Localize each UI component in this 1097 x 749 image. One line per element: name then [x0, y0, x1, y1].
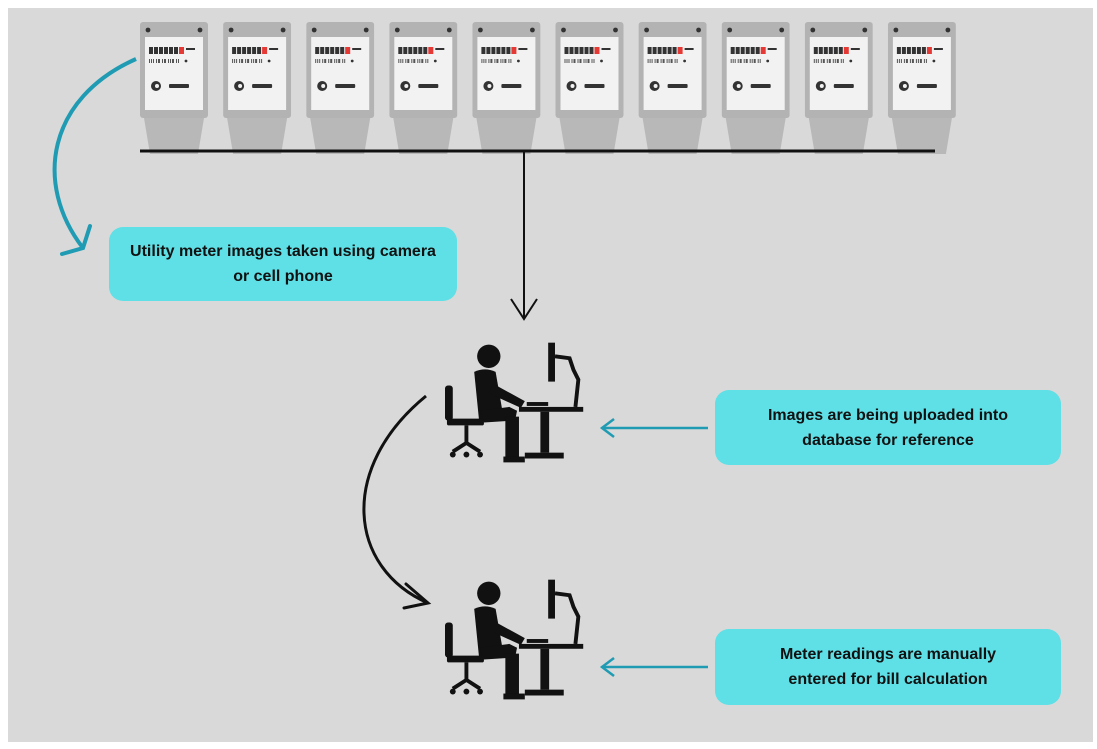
callout-line: entered for bill calculation: [788, 671, 988, 688]
callout-meter-images: Utility meter images taken using camera …: [109, 227, 457, 301]
electricity-meter-icon: [638, 22, 707, 154]
callout-upload: Images are being uploaded into database …: [715, 390, 1061, 465]
teal-curved-arrowhead: [60, 224, 92, 256]
person-at-computer-icon: [445, 341, 586, 465]
callout-line: Images are being uploaded into: [767, 406, 1009, 424]
upload-arrowhead: [599, 418, 615, 438]
diagram-canvas: Utility meter images taken using camera …: [8, 8, 1093, 742]
teal-curved-arrow: [52, 57, 137, 250]
manual-arrowhead: [599, 657, 615, 677]
callout-line: or cell phone: [233, 268, 333, 285]
electricity-meter-icon: [306, 22, 375, 154]
electricity-meter-icon: [804, 22, 873, 154]
black-curved-arrow: [362, 394, 429, 605]
callout-manual-entry: Meter readings are manually entered for …: [715, 629, 1061, 705]
electricity-meter-icon: [721, 22, 790, 154]
down-arrowhead: [510, 298, 538, 321]
workflow-diagram: [52, 22, 956, 702]
electricity-meter-icon: [140, 22, 208, 154]
electricity-meter-icon: [887, 22, 956, 154]
callout-line: Utility meter images taken using camera: [130, 243, 436, 260]
electricity-meter-icon: [555, 22, 624, 154]
callout-line: Meter readings are manually: [779, 646, 997, 663]
meter-row: [140, 22, 956, 154]
electricity-meter-icon: [223, 22, 292, 154]
callout-line: database for reference: [802, 431, 974, 449]
black-curved-arrowhead: [402, 582, 432, 610]
person-at-computer-icon: [445, 578, 586, 702]
electricity-meter-icon: [472, 22, 541, 154]
electricity-meter-icon: [389, 22, 458, 154]
